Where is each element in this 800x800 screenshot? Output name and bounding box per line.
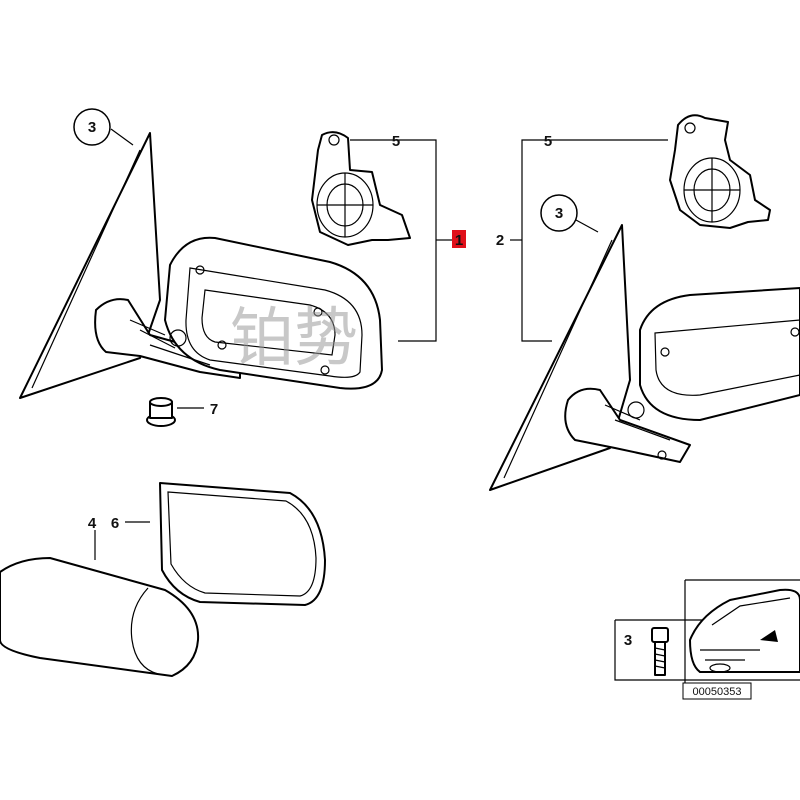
inset-car-illustration [689, 588, 800, 673]
callout-cover-a-label: 4 [88, 515, 97, 532]
callout-inset-bolt-label: 3 [624, 632, 632, 649]
right-mirror-assembly [489, 224, 800, 491]
highlight-box [452, 230, 466, 248]
left-mirror-actuator [311, 131, 411, 246]
callout-cover-b-label: 6 [111, 515, 119, 532]
callout-left-assembly: 1 [452, 230, 466, 249]
right-leader-lines [510, 139, 668, 342]
right-mirror-housing [639, 287, 800, 421]
mirror-cap-cover [0, 557, 200, 677]
left-mirror-assembly [19, 132, 383, 399]
callout-right-assembly-label: 2 [496, 232, 504, 249]
callout-left-assembly-label: 1 [455, 232, 463, 249]
reference-code-box [682, 682, 752, 700]
callout-right-glass-label: 3 [555, 205, 563, 222]
callout-right-glass: 3 [540, 194, 578, 232]
right-mirror-glass [489, 224, 631, 491]
callout-screw-label: 7 [210, 401, 218, 418]
reference-code: 00050353 [693, 686, 742, 698]
callout-left-glass-label: 3 [88, 119, 96, 136]
screw-part: 7 [146, 397, 218, 427]
right-mirror-arm [564, 387, 691, 463]
right-mirror-actuator [669, 114, 771, 229]
left-mirror-glass [19, 132, 161, 399]
callout-left-actuator-label: 5 [392, 133, 400, 150]
mirror-trim-ring [159, 482, 326, 606]
left-mirror-housing [164, 236, 383, 390]
callout-right-actuator-label: 5 [544, 133, 552, 150]
inset-bolt [651, 627, 669, 676]
inset-box: 3 00050353 [614, 579, 800, 700]
left-leader-lines [94, 128, 452, 560]
watermark: 铂势 [230, 302, 358, 376]
callout-left-glass: 3 [73, 108, 111, 146]
